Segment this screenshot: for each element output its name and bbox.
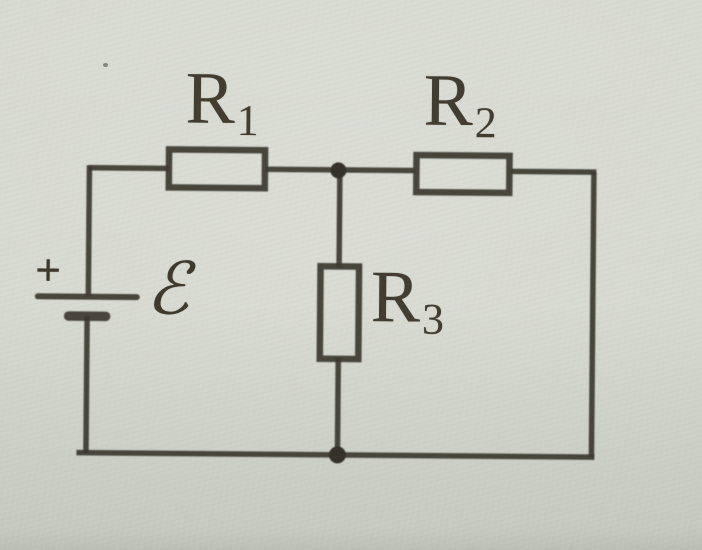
wire-right-vertical	[588, 172, 597, 458]
resistor-r3-label: R 3	[370, 256, 444, 344]
resistor-r1-label-subscript: 1	[236, 95, 259, 146]
wire-top-right-segment	[510, 168, 597, 175]
battery-positive-plate	[34, 293, 140, 301]
wire-r3-lower	[334, 357, 342, 456]
junction-node-top	[330, 162, 347, 179]
wire-top-left-segment	[88, 164, 169, 172]
resistor-r2-label-base: R	[423, 59, 474, 143]
wire-left-vertical-lower	[83, 316, 90, 453]
emf-label: ℰ	[145, 246, 190, 331]
junction-node-bottom	[328, 446, 346, 464]
resistor-r2-label-subscript: 2	[474, 98, 497, 148]
resistor-r3-label-subscript: 3	[421, 294, 445, 344]
wire-r3-upper	[336, 167, 343, 267]
paper-speck	[103, 63, 108, 67]
battery-plus-polarity-label: +	[34, 244, 62, 296]
resistor-r3-symbol	[316, 262, 363, 363]
resistor-r1-symbol	[165, 146, 269, 192]
wire-left-vertical-upper	[85, 165, 93, 296]
resistor-r3-label-base: R	[370, 256, 421, 339]
resistor-r2-label: R 2	[423, 59, 497, 148]
resistor-r1-label: R 1	[185, 57, 259, 146]
resistor-r2-symbol	[412, 151, 513, 197]
resistor-r1-label-base: R	[185, 57, 236, 140]
